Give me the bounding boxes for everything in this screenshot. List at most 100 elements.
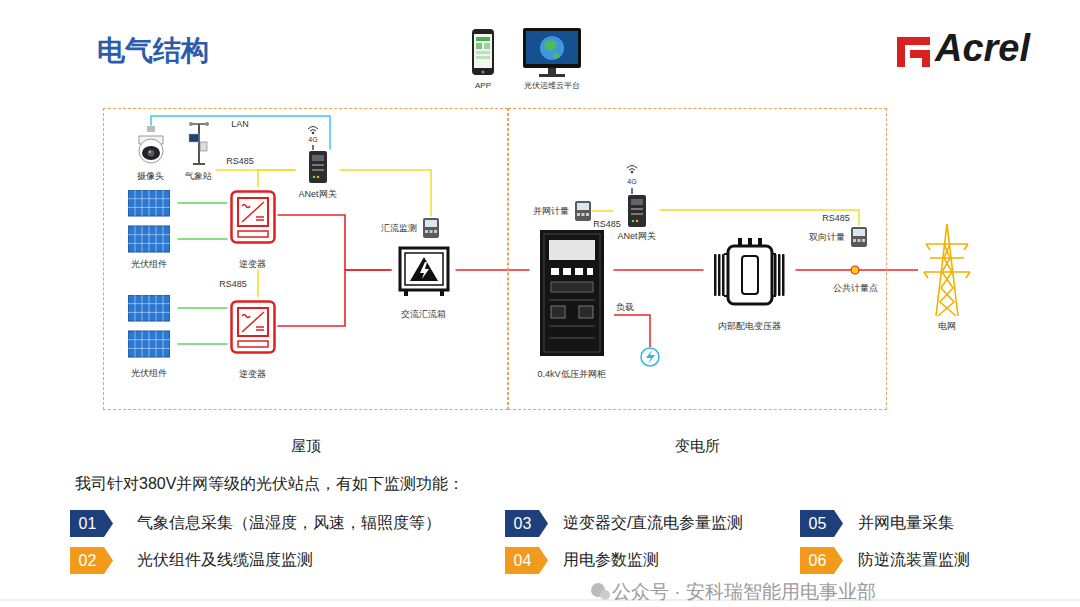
device-label: 电网 bbox=[938, 320, 956, 332]
device-label: 并网计量 bbox=[533, 205, 569, 217]
grid-tower: 电网 bbox=[918, 222, 976, 332]
device-label: ANet网关 bbox=[298, 188, 336, 200]
connector bbox=[258, 170, 296, 188]
icon-holder bbox=[230, 300, 276, 356]
connector bbox=[340, 170, 432, 217]
icon-holder bbox=[137, 126, 165, 168]
connector bbox=[660, 210, 860, 226]
connector bbox=[178, 203, 228, 239]
device-icon bbox=[627, 194, 647, 228]
device-icon bbox=[540, 230, 604, 356]
feature-text: 防逆流装置监测 bbox=[858, 550, 970, 570]
icon-holder bbox=[230, 190, 276, 246]
device-icon bbox=[128, 190, 170, 254]
number-badge: 02 bbox=[70, 547, 113, 574]
callout-number: 02 bbox=[70, 547, 105, 574]
icon-holder bbox=[471, 28, 495, 76]
device-label: 逆变器 bbox=[239, 258, 266, 270]
device-label: 光伏组件 bbox=[131, 367, 167, 379]
intro-text: 我司针对380V并网等级的光伏站点，有如下监测功能： bbox=[75, 474, 464, 494]
connector bbox=[592, 210, 614, 212]
feature-text: 并网电量采集 bbox=[858, 513, 954, 533]
signal-label: RS485 bbox=[592, 219, 622, 229]
pv-module: 光伏组件 bbox=[120, 190, 178, 270]
feature-text: 用电参数监测 bbox=[563, 550, 659, 570]
device-label: 0.4kV低压并网柜 bbox=[537, 368, 605, 380]
region-heading: 屋顶 bbox=[291, 437, 321, 456]
load-label: 负载 bbox=[615, 302, 635, 313]
number-badge: 05 bbox=[800, 510, 843, 537]
transformer-device: 内部配电变压器 bbox=[704, 236, 796, 332]
device-icon bbox=[230, 300, 276, 356]
icon-holder bbox=[850, 226, 868, 248]
cloud-platform: 光伏运维云平台 bbox=[520, 28, 584, 92]
metering-dot bbox=[851, 266, 859, 274]
device-icon bbox=[471, 28, 495, 76]
device-label: 光伏运维云平台 bbox=[524, 80, 580, 92]
feature-text: 气象信息采集（温湿度，风速，辐照度等） bbox=[137, 513, 441, 533]
feature-text: 逆变器交/直流电参量监测 bbox=[563, 513, 743, 533]
region-heading: 变电所 bbox=[675, 437, 720, 456]
device-icon bbox=[137, 126, 165, 168]
icon-holder bbox=[712, 236, 788, 308]
device-icon bbox=[128, 295, 170, 359]
device-label: ANet网关 bbox=[617, 230, 655, 242]
icon-holder bbox=[540, 230, 604, 356]
connector bbox=[178, 308, 228, 344]
region-frame: 屋顶摄像头气象站ANet网关光伏组件逆变器汇流监测交流汇流箱光伏组件逆变器 bbox=[103, 108, 508, 410]
icon-holder bbox=[627, 194, 647, 228]
device-icon bbox=[308, 150, 328, 184]
number-badge: 06 bbox=[800, 547, 843, 574]
signal-label: RS485 bbox=[225, 156, 255, 166]
camera-device: 摄像头 bbox=[128, 126, 174, 182]
signal-label: 4G bbox=[307, 135, 318, 144]
device-icon bbox=[523, 28, 581, 78]
grid-cabinet: 0.4kV低压并网柜 bbox=[530, 230, 614, 380]
icon-holder bbox=[128, 295, 170, 359]
number-badge: 04 bbox=[505, 547, 548, 574]
footer-rule bbox=[0, 600, 1080, 601]
device-icon bbox=[230, 190, 276, 246]
device-icon bbox=[712, 236, 788, 308]
callout-number: 04 bbox=[505, 547, 540, 574]
device-label: 交流汇流箱 bbox=[401, 308, 446, 320]
icon-holder bbox=[187, 120, 211, 166]
pv-module: 光伏组件 bbox=[120, 295, 178, 379]
wechat-icon bbox=[591, 583, 610, 600]
meter-device: 双向计量 bbox=[808, 226, 868, 248]
device-icon bbox=[398, 246, 450, 298]
device-label: 光伏组件 bbox=[131, 258, 167, 270]
device-icon bbox=[187, 120, 211, 166]
icon-holder bbox=[422, 217, 440, 239]
combiner-box: 交流汇流箱 bbox=[392, 246, 456, 320]
connector bbox=[614, 269, 704, 271]
device-label: 摄像头 bbox=[137, 170, 164, 182]
connector bbox=[151, 116, 330, 150]
device-icon bbox=[422, 217, 440, 239]
device-icon bbox=[922, 222, 972, 318]
device-icon bbox=[574, 200, 592, 222]
signal-label: LAN bbox=[230, 119, 250, 129]
watermark: 公众号 · 安科瑞智能用电事业部 bbox=[612, 580, 876, 604]
gateway-device: ANet网关 bbox=[614, 194, 660, 242]
metering-label: 公共计量点 bbox=[832, 283, 879, 294]
number-badge: 03 bbox=[505, 510, 548, 537]
icon-holder bbox=[128, 190, 170, 254]
logo-icon bbox=[897, 37, 930, 67]
icon-holder bbox=[922, 222, 972, 318]
number-badge: 01 bbox=[70, 510, 113, 537]
connector bbox=[278, 270, 392, 326]
callout-number: 01 bbox=[70, 510, 105, 537]
signal-label: 4G bbox=[626, 177, 637, 186]
meter-device: 并网计量 bbox=[532, 200, 592, 222]
connector bbox=[278, 215, 392, 270]
device-label: 逆变器 bbox=[239, 368, 266, 380]
device-label: 气象站 bbox=[185, 170, 212, 182]
feature-text: 光伏组件及线缆温度监测 bbox=[137, 550, 313, 570]
connector bbox=[257, 270, 259, 298]
device-label: 双向计量 bbox=[809, 231, 845, 243]
app-icon: APP bbox=[468, 28, 498, 92]
icon-holder bbox=[398, 246, 450, 298]
gateway-device: ANet网关 bbox=[296, 150, 340, 200]
callout-number: 03 bbox=[505, 510, 540, 537]
